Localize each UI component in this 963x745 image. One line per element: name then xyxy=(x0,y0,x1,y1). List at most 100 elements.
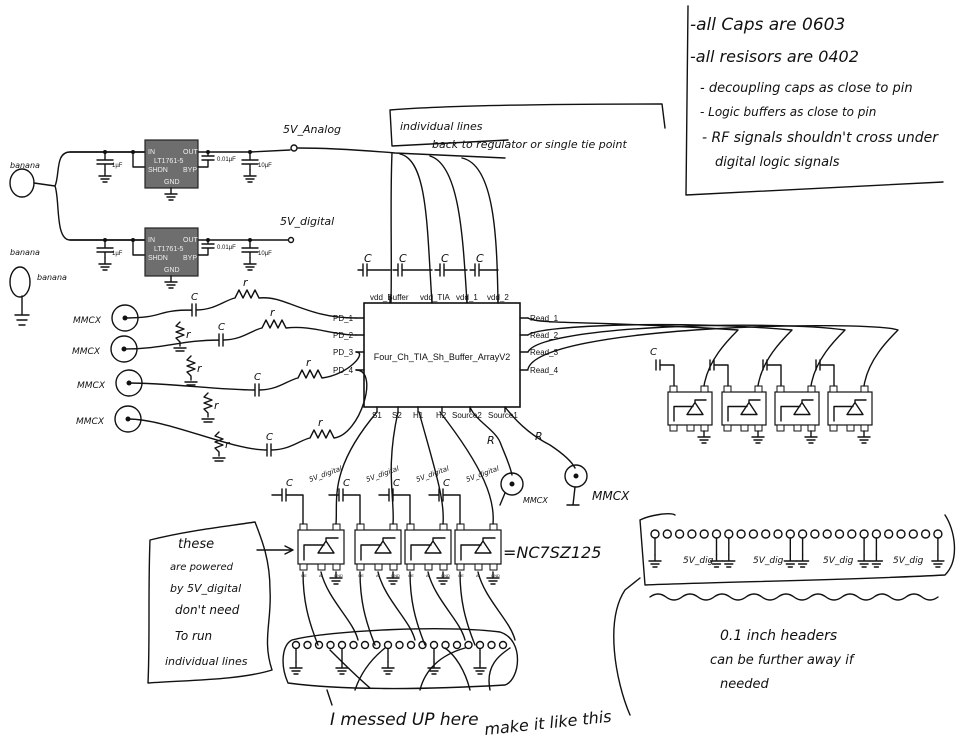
resistor-label: r xyxy=(214,399,220,412)
left-note-text: don't need xyxy=(175,603,240,617)
rail-digital-label: 5V_digital xyxy=(280,215,334,228)
shunt-resistor xyxy=(201,392,215,423)
header-pin xyxy=(797,529,808,539)
output-mmcx: R R MMCX MMCX xyxy=(469,406,630,506)
header-pin xyxy=(395,640,404,650)
pin-pad xyxy=(700,424,709,432)
buffer-part-label: =NC7SZ125 xyxy=(503,543,601,562)
bottom-pin-label: H2 xyxy=(436,411,447,420)
ground-icon xyxy=(857,554,871,568)
ground-icon xyxy=(427,661,441,675)
buffer-body xyxy=(667,391,713,426)
pin-label: OUT xyxy=(183,149,199,156)
wire xyxy=(329,647,511,691)
left-note-text: individual lines xyxy=(165,655,248,668)
buffer-pin-label: GND xyxy=(441,573,450,578)
pin-pad xyxy=(389,523,398,531)
pin-label: GND xyxy=(164,267,180,274)
read-wire xyxy=(527,324,899,387)
cap-label: C xyxy=(443,478,450,489)
bottom-pin-label: Source1 xyxy=(488,411,518,420)
banana-label: banana xyxy=(10,161,40,170)
pin-pad xyxy=(807,424,816,432)
header-pin xyxy=(847,529,857,539)
buffer-body xyxy=(354,529,402,565)
regulator-chip xyxy=(144,139,199,189)
header-pin xyxy=(896,529,906,539)
part-label: LT1761-5 xyxy=(154,158,184,165)
pin-pad xyxy=(474,563,483,571)
ground-icon xyxy=(289,661,303,675)
pin-pad xyxy=(700,385,709,393)
rail-analog-label: 5V_Analog xyxy=(283,123,341,136)
ground-icon xyxy=(709,554,724,568)
tie-note-text: back to regulator or single tie point xyxy=(432,138,627,151)
header-pin xyxy=(859,529,869,539)
resistor-label: R xyxy=(535,430,543,443)
pin-label: OUT xyxy=(183,237,199,244)
buffer-triangle-icon xyxy=(360,537,396,561)
header-pin xyxy=(291,640,301,650)
resistor-label: R xyxy=(487,434,495,447)
pin-pad xyxy=(439,523,448,531)
pin-label: BYP xyxy=(183,255,197,262)
header-pin xyxy=(360,640,370,650)
header-note: needed xyxy=(720,677,769,692)
chip-name: Four_Ch_TIA_Sh_Buffer_ArrayV2 xyxy=(374,352,510,362)
header-pin xyxy=(711,529,722,539)
note-line: - RF signals shouldn't cross under xyxy=(702,130,939,146)
ground-icon xyxy=(164,275,178,289)
decoupling-capacitor xyxy=(469,263,499,277)
pin-pad xyxy=(489,563,498,571)
cap-value: 1µF xyxy=(112,251,123,257)
header-pin xyxy=(441,640,450,650)
cap-label: C xyxy=(399,252,407,265)
pin-label: GND xyxy=(164,179,180,186)
header-wire xyxy=(459,571,516,646)
cap-label: C xyxy=(476,252,484,265)
cap-label: C xyxy=(266,432,273,443)
ground-icon xyxy=(857,430,871,444)
pin-pad xyxy=(723,385,732,393)
header-pin xyxy=(372,640,381,650)
cap-value: 10µF xyxy=(258,163,272,169)
make-like-note: make it like this xyxy=(483,707,612,739)
ground-icon xyxy=(869,554,884,568)
pin-label: SHDN xyxy=(148,167,168,174)
cap-value: 10µF xyxy=(258,251,272,257)
buffer-body xyxy=(454,529,502,565)
cap-label: C xyxy=(218,322,225,333)
ground-icon xyxy=(648,554,662,568)
capacitor-icon xyxy=(197,151,215,168)
pin-pad xyxy=(356,523,365,531)
read-wire xyxy=(527,323,793,387)
wire xyxy=(132,151,146,168)
input-wire xyxy=(128,351,361,397)
bottom-pin-label: Source2 xyxy=(452,411,482,420)
header-note: 0.1 inch headers xyxy=(720,628,837,644)
header-pin xyxy=(498,640,508,650)
header-pin xyxy=(326,640,335,650)
left-note-text: these xyxy=(178,537,214,552)
pin-pad xyxy=(299,523,308,531)
note-line: digital logic signals xyxy=(715,155,840,170)
shunt-resistor xyxy=(212,431,226,462)
decoupling-capacitor xyxy=(357,263,391,277)
mmcx-label: MMCX xyxy=(76,417,105,427)
buffer-triangle-icon xyxy=(780,399,814,422)
pin-pad xyxy=(456,563,465,571)
supply-label: 5V_digital xyxy=(308,465,343,484)
top-pin-label: vdd_Buffer xyxy=(370,293,409,302)
cap-label: C xyxy=(364,252,372,265)
buffer-pin-label: OE xyxy=(358,573,364,578)
part-label: LT1761-5 xyxy=(154,246,184,253)
pin-pad xyxy=(439,563,448,571)
ground-icon xyxy=(164,187,178,201)
input-wire xyxy=(127,369,368,457)
header-pin xyxy=(908,529,918,539)
